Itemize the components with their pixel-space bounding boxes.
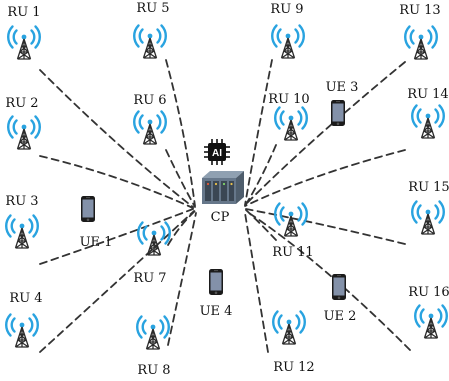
ru-label: RU 2 <box>5 96 38 111</box>
ru-node-11: RU 11 <box>272 202 314 260</box>
radio-tower-icon <box>411 200 445 236</box>
ue-node-2: UE 2 <box>324 274 357 324</box>
ru-label: RU 15 <box>408 180 449 195</box>
ru-label: RU 11 <box>272 245 313 260</box>
ru-label: RU 5 <box>136 1 169 16</box>
ru-label: RU 13 <box>399 3 440 18</box>
ru-label: RU 12 <box>273 360 314 375</box>
radio-tower-icon <box>5 214 39 250</box>
cp-label: CP <box>211 210 230 225</box>
ru-node-3: RU 3 <box>5 194 39 250</box>
ue-node-3: UE 3 <box>326 80 359 126</box>
link-ru11-cp <box>245 209 277 241</box>
radio-tower-icon <box>136 315 170 351</box>
smartphone-icon <box>332 274 346 300</box>
radio-tower-icon <box>414 304 448 340</box>
radio-tower-icon <box>133 110 167 146</box>
link-ru15-cp <box>245 208 406 245</box>
ru-label: RU 16 <box>408 285 449 300</box>
ru-node-2: RU 2 <box>5 96 41 151</box>
link-ru3-cp <box>39 208 194 265</box>
ru-node-4: RU 4 <box>5 291 43 349</box>
link-ru14-cp <box>244 149 406 207</box>
ue-label: UE 1 <box>80 235 113 250</box>
ru-label: RU 4 <box>9 291 42 306</box>
ue-node-4: UE 4 <box>200 269 233 319</box>
ru-label: RU 6 <box>133 93 166 108</box>
link-ru7-cp <box>167 210 196 246</box>
ru-node-6: RU 6 <box>133 93 167 146</box>
smartphone-icon <box>331 100 345 126</box>
smartphone-icon <box>209 269 223 295</box>
ru-label: RU 7 <box>133 271 166 286</box>
ru-label: RU 9 <box>270 2 303 17</box>
link-ru8-cp <box>167 212 197 346</box>
ai-badge-label: AI <box>212 148 222 159</box>
radio-tower-icon <box>7 115 41 151</box>
ue-node-1: UE 1 <box>80 196 113 250</box>
link-ru5-cp <box>165 59 196 207</box>
ru-node-5: RU 5 <box>133 1 170 60</box>
ru-node-15: RU 15 <box>408 180 449 236</box>
ue-label: UE 3 <box>326 80 359 95</box>
radio-tower-icon <box>274 106 308 142</box>
ai-chip-icon: AI <box>204 139 230 165</box>
radio-tower-icon <box>274 202 308 238</box>
ru-node-10: RU 10 <box>268 92 310 142</box>
link-ru13-cp <box>244 61 406 206</box>
radio-tower-icon <box>271 24 305 60</box>
smartphone-icon <box>81 196 95 222</box>
ue-label: UE 4 <box>200 304 233 319</box>
radio-tower-icon <box>7 25 41 61</box>
radio-tower-icon <box>404 25 438 61</box>
radio-tower-icon <box>5 313 39 349</box>
ru-node-7: RU 7 <box>133 221 171 286</box>
radio-tower-icon <box>133 24 167 60</box>
radio-tower-icon <box>411 104 445 140</box>
ru-label: RU 3 <box>5 194 38 209</box>
ru-label: RU 1 <box>7 5 40 20</box>
ru-label: RU 14 <box>407 87 448 102</box>
link-ru9-cp <box>244 59 273 206</box>
link-ru4-cp <box>39 210 195 353</box>
ru-node-12: RU 12 <box>272 310 315 375</box>
ru-node-13: RU 13 <box>399 3 441 61</box>
ru-node-1: RU 1 <box>7 5 41 61</box>
server-icon <box>202 171 244 204</box>
radio-tower-icon <box>272 310 306 346</box>
link-ru2-cp <box>39 155 194 209</box>
ru-node-14: RU 14 <box>407 87 449 140</box>
link-ru16-cp <box>245 210 411 351</box>
link-ru10-cp <box>244 144 277 207</box>
ru-label: RU 8 <box>137 363 170 378</box>
link-layer <box>39 59 411 353</box>
ru-node-16: RU 16 <box>408 285 449 340</box>
cp-node: AI CP <box>202 139 244 225</box>
link-ru6-cp <box>165 149 196 208</box>
ru-node-9: RU 9 <box>270 2 305 60</box>
ru-label: RU 10 <box>268 92 309 107</box>
link-ru1-cp <box>39 69 194 208</box>
ue-label: UE 2 <box>324 309 357 324</box>
ru-node-8: RU 8 <box>136 315 171 378</box>
link-ru12-cp <box>244 212 269 353</box>
